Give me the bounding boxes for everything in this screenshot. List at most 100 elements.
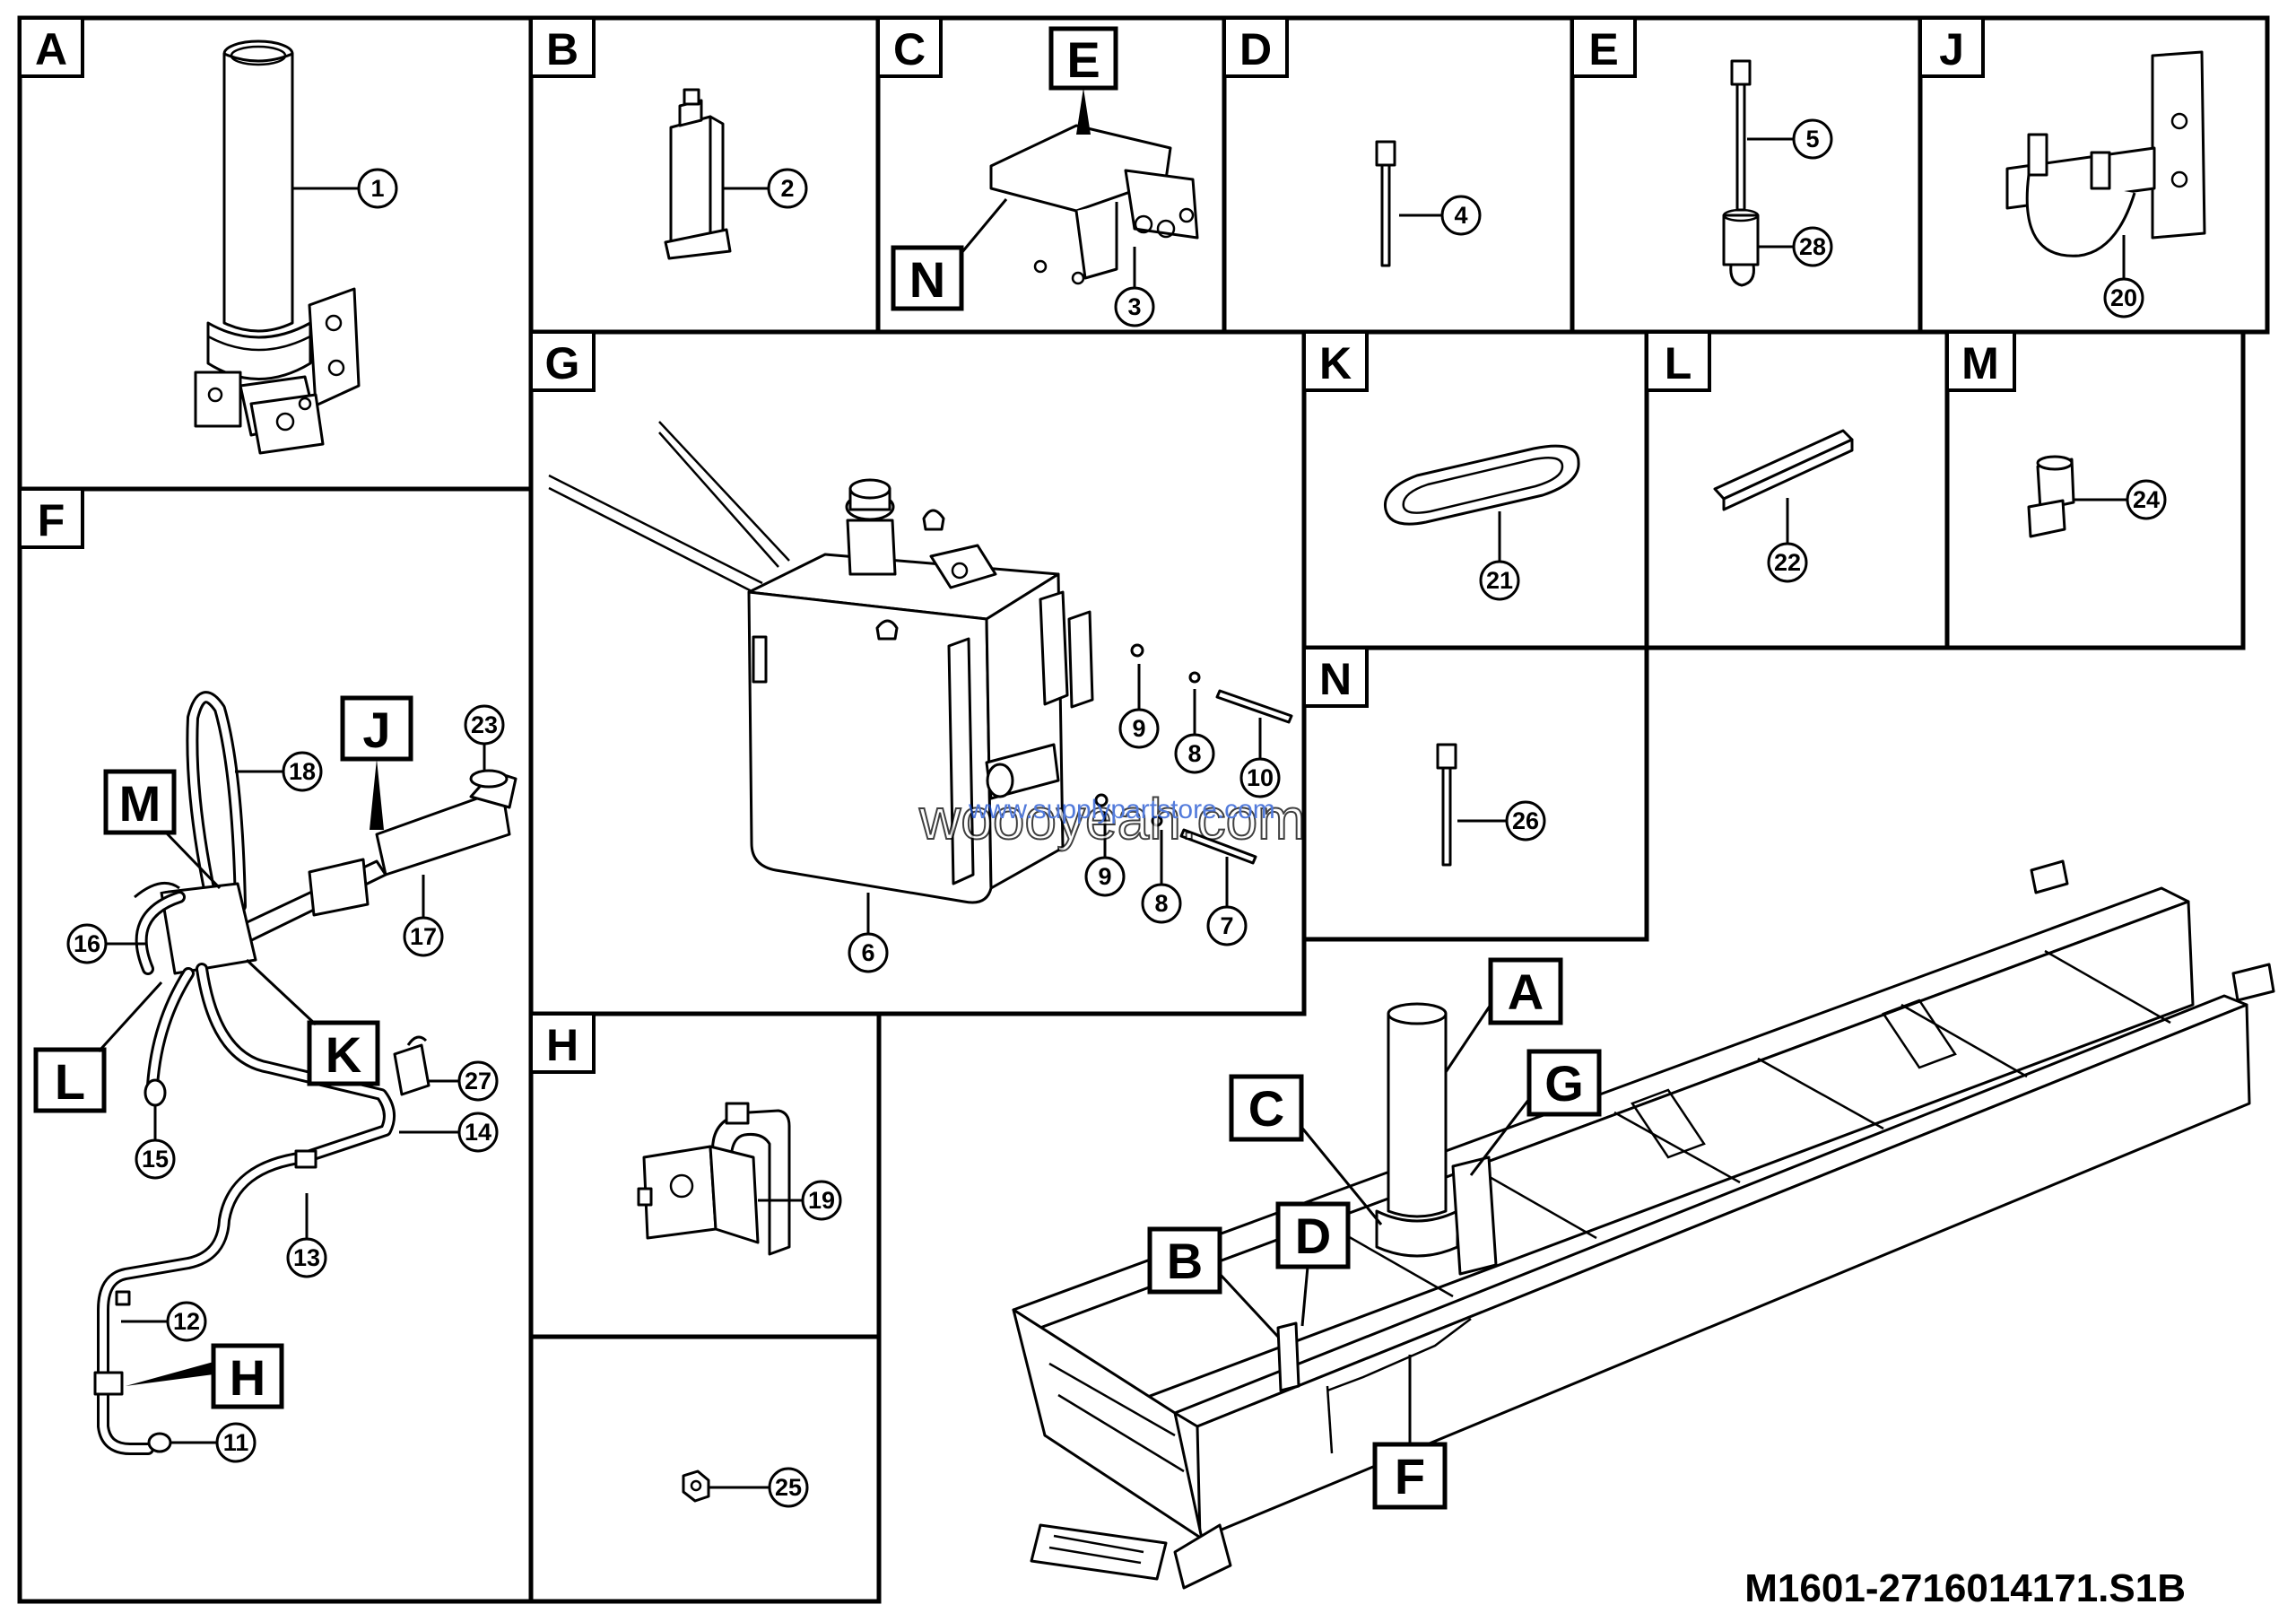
callout-H-in-F: H xyxy=(126,1343,284,1409)
callout-L-in-F: L xyxy=(33,981,163,1113)
svg-text:H: H xyxy=(230,1349,265,1406)
part-callout-11: 11 xyxy=(170,1422,257,1463)
panel-tag-L: L xyxy=(1645,330,1711,392)
part-callout-25: 25 xyxy=(709,1467,809,1508)
drawing-code: M1601-2716014171.S1B xyxy=(1744,1566,2186,1610)
panel-tag-H: H xyxy=(529,1012,596,1074)
callout-A-on-chassis: A xyxy=(1444,957,1563,1073)
svg-text:11: 11 xyxy=(223,1429,249,1456)
mounting-bracket-drawing xyxy=(2005,50,2206,257)
callout-C-on-chassis: C xyxy=(1229,1074,1383,1225)
svg-text:B: B xyxy=(546,24,578,74)
svg-text:M: M xyxy=(1961,338,1999,388)
part-callout-8-upper: 8 xyxy=(1174,689,1215,774)
svg-text:A: A xyxy=(35,24,67,74)
svg-text:28: 28 xyxy=(1799,233,1826,260)
bolt-drawing-n xyxy=(1436,743,1457,867)
panel-tag-K: K xyxy=(1302,330,1369,392)
callout-M-in-F: M xyxy=(103,769,222,890)
svg-text:21: 21 xyxy=(1486,567,1513,594)
svg-text:23: 23 xyxy=(471,711,498,738)
svg-text:17: 17 xyxy=(410,923,437,950)
svg-text:L: L xyxy=(1665,338,1692,388)
svg-text:16: 16 xyxy=(74,930,100,957)
part-callout-1: 1 xyxy=(292,168,398,209)
svg-text:E: E xyxy=(1588,24,1618,74)
svg-text:14: 14 xyxy=(465,1119,491,1146)
svg-text:www.supplypartstore.com: www.supplypartstore.com xyxy=(968,795,1275,824)
svg-text:27: 27 xyxy=(465,1068,491,1094)
callout-G-on-chassis: G xyxy=(1469,1049,1602,1176)
part-callout-6: 6 xyxy=(848,893,889,973)
part-callout-3: 3 xyxy=(1114,247,1155,327)
bolt-sleeve-drawing xyxy=(1722,59,1760,287)
cylinder-drawing xyxy=(194,39,361,455)
svg-text:8: 8 xyxy=(1154,890,1168,917)
svg-text:G: G xyxy=(1544,1055,1584,1112)
svg-text:J: J xyxy=(362,702,390,758)
part-callout-9-upper: 9 xyxy=(1118,664,1160,749)
part-callout-26: 26 xyxy=(1457,800,1546,842)
part-callout-24: 24 xyxy=(2074,479,2167,520)
svg-text:K: K xyxy=(1319,338,1352,388)
svg-text:D: D xyxy=(1239,24,1272,74)
seal-ring-drawing xyxy=(1383,444,1580,526)
svg-text:3: 3 xyxy=(1127,293,1141,320)
svg-text:13: 13 xyxy=(293,1244,320,1271)
part-callout-2: 2 xyxy=(723,168,808,209)
callout-B-on-chassis: B xyxy=(1147,1226,1280,1339)
part-callout-9-lower: 9 xyxy=(1084,812,1126,897)
svg-text:10: 10 xyxy=(1247,764,1274,791)
svg-text:A: A xyxy=(1508,964,1544,1020)
part-callout-7: 7 xyxy=(1206,857,1248,946)
svg-text:N: N xyxy=(1319,654,1352,704)
part-callout-20: 20 xyxy=(2103,235,2144,318)
panel-tag-J: J xyxy=(1918,16,1985,78)
svg-text:9: 9 xyxy=(1132,715,1145,742)
callout-K-in-F: K xyxy=(245,958,380,1086)
part-callout-5: 5 xyxy=(1747,118,1833,160)
svg-text:24: 24 xyxy=(2133,486,2160,513)
svg-text:C: C xyxy=(893,24,926,74)
panel-tag-D: D xyxy=(1222,16,1289,78)
part-callout-4: 4 xyxy=(1399,195,1482,236)
svg-text:18: 18 xyxy=(289,758,316,785)
svg-text:D: D xyxy=(1295,1208,1331,1264)
svg-text:19: 19 xyxy=(808,1187,835,1214)
panel-tag-E: E xyxy=(1570,16,1637,78)
svg-text:2: 2 xyxy=(780,175,794,202)
svg-text:5: 5 xyxy=(1805,126,1819,153)
part-callout-17: 17 xyxy=(403,875,444,957)
part-callout-15: 15 xyxy=(135,1105,176,1180)
svg-text:woooyeah.com: woooyeah.com xyxy=(918,787,1305,851)
panel-tag-M: M xyxy=(1945,330,2016,392)
svg-text:K: K xyxy=(326,1026,361,1083)
callout-F-on-chassis: F xyxy=(1372,1355,1448,1510)
part-callout-27: 27 xyxy=(429,1060,499,1102)
panel-tag-A: A xyxy=(18,16,84,78)
svg-text:25: 25 xyxy=(775,1474,802,1501)
part-callout-18: 18 xyxy=(235,751,323,792)
part-callout-13: 13 xyxy=(286,1193,327,1278)
part-callout-10: 10 xyxy=(1239,718,1281,798)
callout-J-in-F: J xyxy=(340,695,413,830)
svg-text:F: F xyxy=(1395,1448,1425,1504)
svg-text:G: G xyxy=(545,338,580,388)
panel-frames xyxy=(17,15,2270,1604)
chassis-overview-drawing xyxy=(1012,859,2275,1590)
svg-text:4: 4 xyxy=(1454,202,1467,229)
part-callout-8-lower: 8 xyxy=(1141,830,1182,924)
part-callout-23: 23 xyxy=(464,704,505,772)
svg-text:7: 7 xyxy=(1220,912,1233,939)
svg-text:N: N xyxy=(909,251,945,308)
part-callout-16: 16 xyxy=(66,923,145,964)
svg-text:E: E xyxy=(1066,31,1100,88)
bolt-drawing-d xyxy=(1375,140,1396,267)
hydraulic-tank-drawing xyxy=(548,421,1293,904)
svg-text:6: 6 xyxy=(861,939,874,966)
callout-N-in-C: N xyxy=(891,198,1008,311)
part-callout-21: 21 xyxy=(1479,511,1520,601)
panel-tag-F: F xyxy=(18,487,84,549)
part-callout-28: 28 xyxy=(1758,226,1833,267)
svg-text:20: 20 xyxy=(2110,284,2137,311)
